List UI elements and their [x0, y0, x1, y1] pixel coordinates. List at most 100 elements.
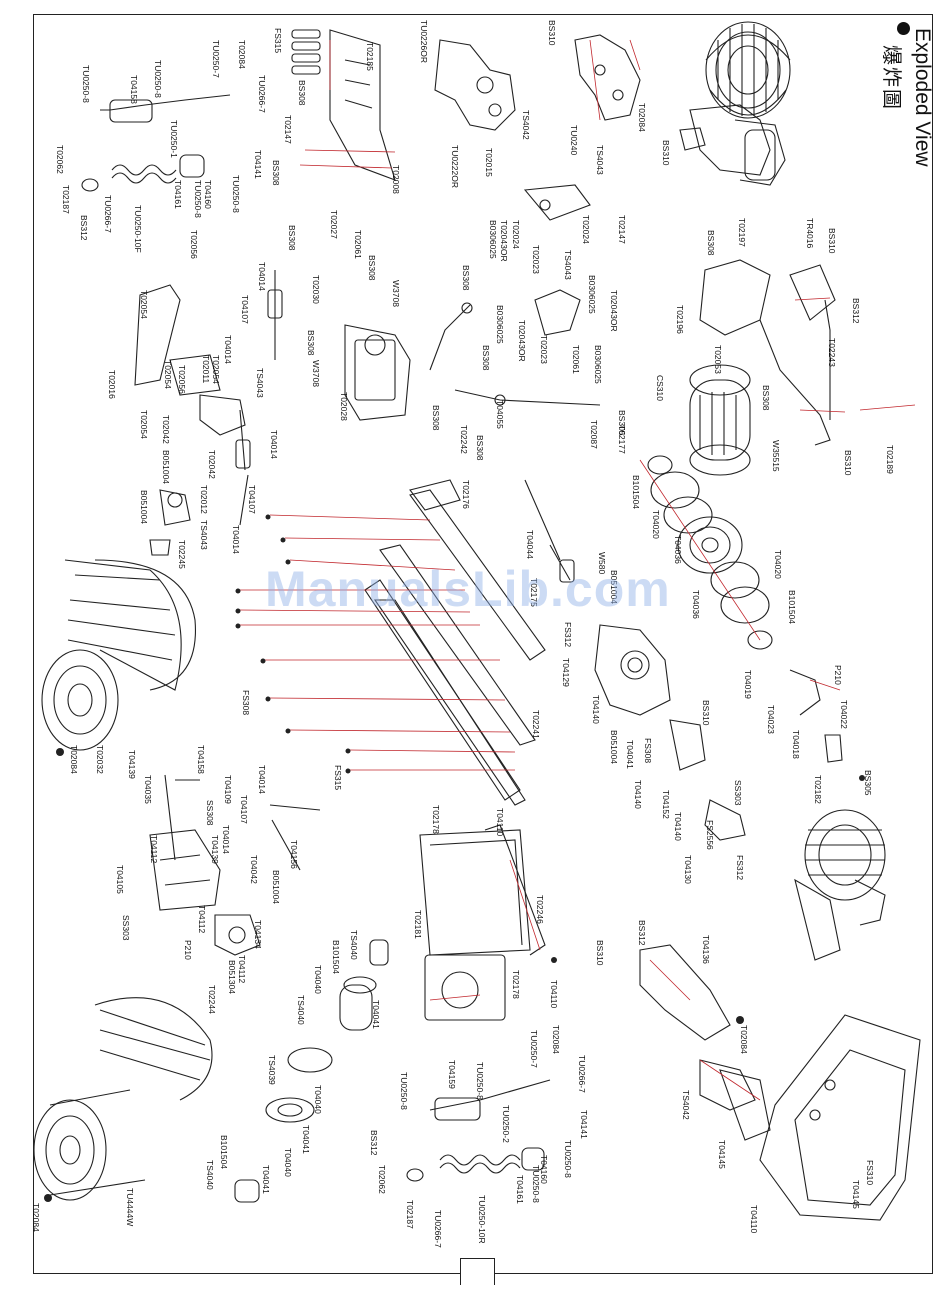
- part-label: T02176: [461, 480, 471, 509]
- part-label: BS308: [761, 385, 771, 411]
- part-label: T02056: [189, 230, 199, 259]
- part-label: BS308: [431, 405, 441, 431]
- part-label: T02053: [713, 345, 723, 374]
- part-label: T02054: [163, 360, 173, 389]
- part-label: FS308: [241, 690, 251, 716]
- part-label: BS308: [461, 265, 471, 291]
- part-label: T04141: [253, 150, 263, 179]
- part-label: T02061: [571, 345, 581, 374]
- part-label: T02187: [405, 1200, 415, 1229]
- part-label: T04020: [773, 550, 783, 579]
- part-label: T02182: [813, 775, 823, 804]
- part-label: T02084: [637, 103, 647, 132]
- part-label: T02030: [311, 275, 321, 304]
- part-label: P210: [833, 665, 843, 685]
- front-knuckle: [149, 394, 246, 556]
- part-label: T02032: [95, 745, 105, 774]
- part-label: TU4444W: [125, 1188, 135, 1227]
- part-label: T04158: [129, 75, 139, 104]
- part-label: TU0250-8: [81, 65, 91, 103]
- part-label: T02245: [177, 540, 187, 569]
- part-label: FS310: [865, 1160, 875, 1186]
- part-label: T04152: [661, 790, 671, 819]
- rear-left-wheel: [33, 997, 213, 1201]
- part-label: BS308: [297, 80, 307, 106]
- part-label: T04141: [579, 1110, 589, 1139]
- part-label: T02015: [484, 148, 494, 177]
- steering-bellcranks: [523, 184, 591, 336]
- part-label: T02011: [201, 355, 211, 384]
- part-label: TU0250-2: [501, 1105, 511, 1143]
- part-label: T04107: [247, 485, 257, 514]
- part-label: TU0250-8: [563, 1140, 573, 1178]
- part-label: TU0250-10F: [133, 205, 143, 253]
- part-label: T04035: [143, 775, 153, 804]
- part-label: T04112: [149, 835, 159, 864]
- part-label: BS310: [661, 140, 671, 166]
- part-label: BS312: [369, 1130, 379, 1156]
- part-label: BS310: [827, 228, 837, 254]
- part-label: T04055: [495, 400, 505, 429]
- part-label: T04041: [371, 1000, 381, 1029]
- part-label: T04040: [313, 965, 323, 994]
- part-label: T04134: [253, 920, 263, 949]
- part-label: TU0250-8: [193, 180, 203, 218]
- part-label: T02242: [459, 425, 469, 454]
- front-shock-tower: [291, 29, 396, 181]
- part-label: CS310: [655, 375, 665, 401]
- part-label: BS312: [79, 215, 89, 241]
- part-label: T02027: [329, 210, 339, 239]
- front-upper-arm-plate: [574, 34, 641, 121]
- part-label: T04161: [173, 180, 183, 209]
- part-label: BS305: [617, 410, 627, 436]
- title-bullet: [897, 22, 910, 35]
- part-label: TS4040: [296, 995, 306, 1025]
- part-label: T04156: [289, 840, 299, 869]
- turnbuckles: [235, 270, 283, 526]
- part-label: T02246: [535, 895, 545, 924]
- part-label: TS4043: [595, 145, 605, 175]
- part-label: BS308: [367, 255, 377, 281]
- part-label: T04130: [683, 855, 693, 884]
- rear-shock-absorber: [406, 1079, 551, 1182]
- part-label: BS308: [706, 230, 716, 256]
- rear-gearbox: [594, 624, 671, 716]
- part-label: BS308: [306, 330, 316, 356]
- part-label: T04041: [301, 1125, 311, 1154]
- part-label: T04112: [197, 905, 207, 934]
- part-label: T04110: [495, 808, 505, 837]
- part-label: T02244: [207, 985, 217, 1014]
- part-label: TU0250-8: [475, 1062, 485, 1100]
- part-label: TS4040: [205, 1160, 215, 1190]
- part-label: W3708: [311, 360, 321, 387]
- part-label: TS4042: [521, 110, 531, 140]
- rear-shock-tower: [639, 944, 771, 1141]
- part-label: T04145: [717, 1140, 727, 1169]
- part-label: FS308: [643, 738, 653, 764]
- part-label: T02042: [161, 415, 171, 444]
- part-label: B051004: [161, 450, 171, 485]
- part-label: T04110: [749, 1205, 759, 1234]
- part-label: SS308: [205, 800, 215, 826]
- part-label: T02043OR: [609, 290, 619, 332]
- part-label: T02178: [431, 805, 441, 834]
- part-label: T02054: [139, 290, 149, 319]
- part-label: T02016: [107, 370, 117, 399]
- part-label: T04136: [701, 935, 711, 964]
- part-label: B051304: [227, 960, 237, 995]
- part-label: T02023: [539, 335, 549, 364]
- part-label: T04109: [223, 775, 233, 804]
- part-label: TU0250-8: [153, 60, 163, 98]
- assembly-lines: [239, 39, 916, 1101]
- part-label: T04040: [283, 1148, 293, 1177]
- part-label: T04161: [515, 1175, 525, 1204]
- motor: [689, 364, 751, 476]
- part-label: T04014: [257, 765, 267, 794]
- part-label: B101504: [787, 590, 797, 625]
- center-driveshaft: [524, 479, 575, 583]
- part-label: T04023: [766, 705, 776, 734]
- part-label: T04044: [525, 530, 535, 559]
- part-label: W3708: [391, 280, 401, 307]
